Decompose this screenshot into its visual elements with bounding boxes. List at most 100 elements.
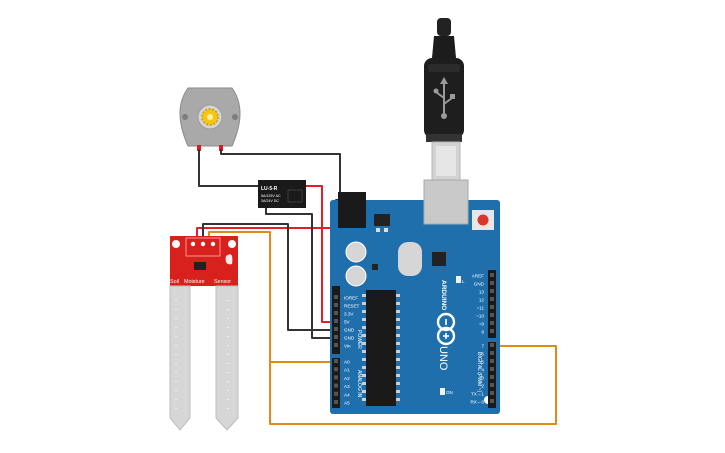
chip-leg	[396, 342, 400, 345]
header-pin-socket[interactable]	[490, 399, 494, 403]
header-pin-socket[interactable]	[490, 281, 494, 285]
capacitor-2	[345, 265, 367, 287]
header-pin-socket[interactable]	[490, 383, 494, 387]
header-pin-socket[interactable]	[334, 400, 338, 404]
pin-label: GND	[344, 336, 355, 341]
usb-cable[interactable]	[424, 18, 464, 181]
header-pin-socket[interactable]	[490, 305, 494, 309]
pin-label: A3	[344, 384, 350, 389]
header-pin-socket[interactable]	[490, 289, 494, 293]
soil-moisture-sensor[interactable]: Soil Moisture Sensor	[169, 236, 239, 431]
motor-shaft-gear-icon	[201, 108, 219, 126]
motor-terminal-2[interactable]	[219, 145, 223, 151]
chip-leg	[362, 374, 366, 377]
chip-leg	[362, 310, 366, 313]
header-pin-socket[interactable]	[334, 319, 338, 323]
sensor-pin-gnd[interactable]	[200, 241, 206, 247]
pin-label: RESET	[344, 304, 360, 309]
header-pin-socket[interactable]	[334, 383, 338, 388]
sensor-chip	[194, 262, 206, 270]
chip-leg	[362, 350, 366, 353]
arduino-uno-board[interactable]: L ON ARDUINO UNO IOREFRESET3.3V5VGNDGNDV…	[330, 179, 500, 414]
relay-part-number: LU-5-R	[261, 186, 278, 192]
pin-label: ~3	[479, 376, 485, 381]
pin-label: ~9	[479, 322, 485, 327]
pin-label: A1	[344, 368, 350, 373]
header-pin-socket[interactable]	[334, 335, 338, 339]
wire-motor-relay-1[interactable]	[198, 149, 259, 187]
usb-icon	[433, 77, 455, 119]
header-pin-socket[interactable]	[334, 303, 338, 307]
header-pin-socket[interactable]	[334, 359, 338, 363]
barrel-jack[interactable]	[338, 192, 366, 228]
pin-label: 2	[481, 384, 484, 389]
header-pin-socket[interactable]	[490, 375, 494, 379]
pin-label: 12	[479, 298, 485, 303]
header-pin-socket[interactable]	[334, 367, 338, 372]
header-pin-socket[interactable]	[490, 391, 494, 395]
header-pin-socket[interactable]	[490, 367, 494, 371]
chip-leg	[396, 326, 400, 329]
atmega-chip	[366, 290, 396, 406]
motor-mount-hole-right	[232, 114, 238, 120]
chip-leg	[362, 366, 366, 369]
l-led-label: L	[462, 279, 465, 284]
relay-module[interactable]: LU-5-R 5A/125V AC 3A/24V DC	[258, 180, 306, 208]
usb-chip	[432, 252, 446, 266]
wire-sensor-gnd[interactable]	[202, 223, 341, 331]
motor-mount-hole-left	[182, 114, 188, 120]
analog-header[interactable]	[332, 358, 340, 408]
arduino-logo-icon	[436, 312, 456, 346]
arduino-model: UNO	[437, 346, 449, 371]
analog-header-label: ANALOG IN	[356, 370, 362, 398]
header-pin-socket[interactable]	[334, 327, 338, 331]
wire-relay-gnd[interactable]	[265, 207, 341, 339]
chip-leg	[362, 358, 366, 361]
relay-rating-dc: 3A/24V DC	[261, 199, 279, 203]
header-pin-socket[interactable]	[334, 343, 338, 347]
pin-label: ~10	[476, 314, 484, 319]
header-pin-socket[interactable]	[490, 321, 494, 325]
header-pin-socket[interactable]	[490, 273, 494, 277]
header-pin-socket[interactable]	[334, 311, 338, 315]
chip-leg	[362, 390, 366, 393]
pin-label: A2	[344, 376, 350, 381]
wire-d7-relay[interactable]	[269, 231, 557, 425]
voltage-regulator	[374, 214, 390, 226]
chip-leg	[396, 398, 400, 401]
chip-leg	[396, 310, 400, 313]
header-pin-socket[interactable]	[490, 343, 494, 347]
chip-leg	[396, 334, 400, 337]
pin-label: IOREF	[344, 296, 358, 301]
sensor-pin-vcc[interactable]	[190, 241, 196, 247]
pin-label: A0	[344, 360, 350, 365]
header-pin-socket[interactable]	[490, 313, 494, 317]
pin-label: 7	[481, 344, 484, 349]
chip-leg	[396, 366, 400, 369]
header-pin-socket[interactable]	[334, 375, 338, 380]
crystal-oscillator	[398, 242, 422, 276]
pin-label: ~11	[477, 306, 485, 311]
pin-label: 4	[481, 368, 484, 373]
chip-leg	[362, 318, 366, 321]
chip-leg	[396, 390, 400, 393]
digital-header-top[interactable]	[488, 270, 496, 338]
header-pin-socket[interactable]	[490, 351, 494, 355]
header-pin-socket[interactable]	[334, 295, 338, 299]
header-pin-socket[interactable]	[490, 329, 494, 333]
motor-terminal-1[interactable]	[197, 145, 201, 151]
header-pin-socket[interactable]	[490, 359, 494, 363]
pin-label: 8	[481, 330, 484, 335]
usb-port[interactable]	[423, 179, 469, 225]
chip-leg	[396, 302, 400, 305]
header-pin-socket[interactable]	[334, 391, 338, 396]
pin-label: RX←0	[470, 400, 484, 405]
dc-motor[interactable]	[179, 87, 241, 151]
chip-leg	[396, 318, 400, 321]
sensor-mount-hole-left	[172, 240, 180, 248]
header-pin-socket[interactable]	[490, 297, 494, 301]
sensor-pin-sig[interactable]	[210, 241, 216, 247]
